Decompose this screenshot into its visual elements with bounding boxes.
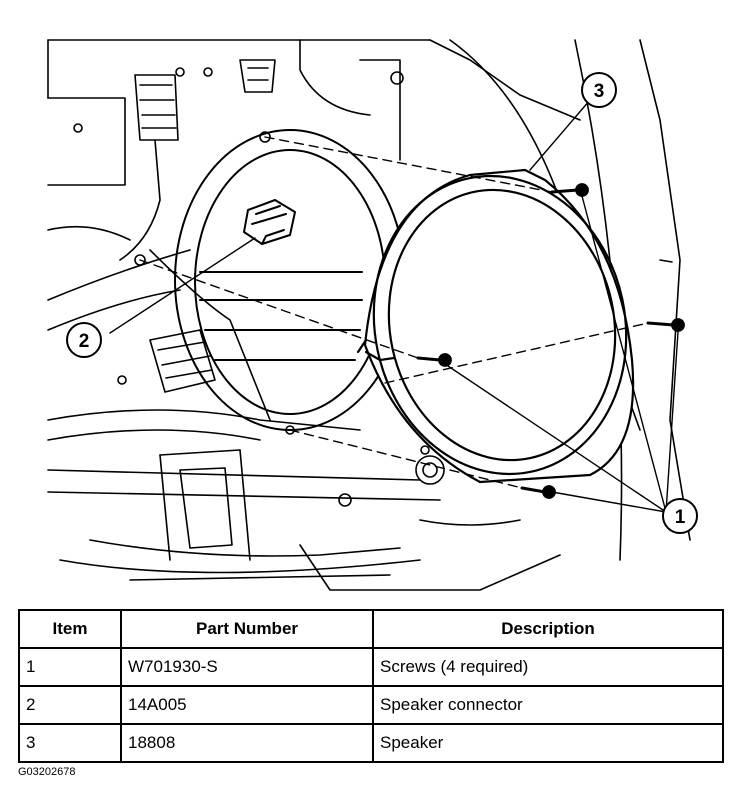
cell-item: 1 xyxy=(18,647,122,687)
speaker-installation-diagram: 3 2 1 xyxy=(47,39,698,591)
speaker xyxy=(356,168,635,484)
wiring-connectors xyxy=(47,59,276,421)
callout-1-label: 1 xyxy=(675,507,686,528)
table-row: 2 14A005 Speaker connector xyxy=(18,685,724,725)
cell-description: Speaker connector xyxy=(372,685,724,725)
alignment-lines xyxy=(139,136,649,489)
cell-part-number: 18808 xyxy=(120,723,374,763)
callout-3-label: 3 xyxy=(594,81,605,102)
table-row: 1 W701930-S Screws (4 required) xyxy=(18,647,724,687)
callout-2: 2 xyxy=(66,322,102,358)
header-part-number: Part Number xyxy=(120,609,374,649)
figure-id: G03202678 xyxy=(18,766,76,778)
header-item: Item xyxy=(18,609,122,649)
cell-description: Screws (4 required) xyxy=(372,647,724,687)
speaker-mounting-opening xyxy=(174,129,406,431)
header-description: Description xyxy=(372,609,724,649)
callout-3: 3 xyxy=(581,72,617,108)
callout-2-label: 2 xyxy=(79,331,90,352)
table-header-row: Item Part Number Description xyxy=(18,609,724,649)
leader-lines xyxy=(109,99,679,513)
cell-item: 3 xyxy=(18,723,122,763)
table-row: 3 18808 Speaker xyxy=(18,723,724,763)
cell-part-number: 14A005 xyxy=(120,685,374,725)
cell-part-number: W701930-S xyxy=(120,647,374,687)
speaker-connector xyxy=(243,199,296,245)
cell-description: Speaker xyxy=(372,723,724,763)
parts-table: Item Part Number Description 1 W701930-S… xyxy=(18,609,724,763)
callout-1: 1 xyxy=(662,498,698,534)
cell-item: 2 xyxy=(18,685,122,725)
